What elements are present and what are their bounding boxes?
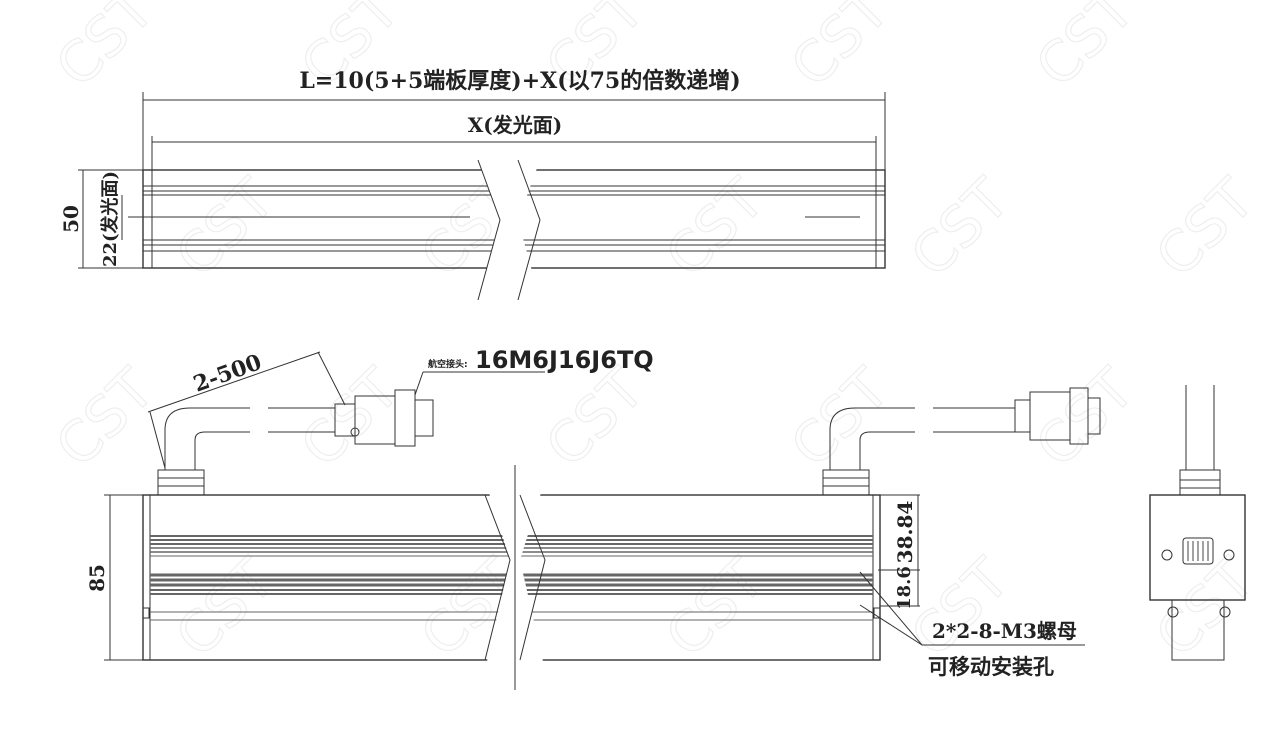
nut-note-label: 2*2-8-M3螺母 xyxy=(932,619,1077,643)
watermark-text: CST xyxy=(654,166,777,289)
watermark-text: CST xyxy=(899,166,1022,289)
emit-length-label: X(发光面) xyxy=(468,113,562,137)
dim-18-6-label: 18.6 xyxy=(894,566,915,610)
height-50-label: 50 xyxy=(59,205,83,233)
height-85-label: 85 xyxy=(85,564,109,592)
watermark-text: CST xyxy=(779,356,902,479)
connector-prefix-label: 航空接头: xyxy=(428,358,468,370)
front-view: 2-500 航空接头: 16M6J16J6TQ 85 xyxy=(85,346,1101,690)
mount-hole-note-label: 可移动安装孔 xyxy=(928,655,1054,679)
watermark-text: CST xyxy=(289,356,412,479)
watermark-text: CST xyxy=(779,0,902,100)
watermark-text: CST xyxy=(164,166,287,289)
watermark-text: CST xyxy=(1144,546,1267,669)
watermark-text: CST xyxy=(534,356,657,479)
end-view xyxy=(1149,385,1246,661)
watermark-text: CST xyxy=(1024,0,1147,100)
watermark-text: CST xyxy=(1269,0,1279,100)
watermark-text: CST xyxy=(654,546,777,669)
watermark-text: CST xyxy=(44,356,167,479)
length-dimension-label: L=10(5+5端板厚度)+X(以75的倍数递增) xyxy=(299,68,740,94)
dim-38-84-label: 38.84 xyxy=(893,501,917,564)
watermark-text: CST xyxy=(44,0,167,100)
watermark-text: CST xyxy=(1144,166,1267,289)
watermark-text: CST xyxy=(1269,356,1279,479)
watermark-text: CST xyxy=(899,546,1022,669)
watermark-text: CST xyxy=(164,546,287,669)
top-view: L=10(5+5端板厚度)+X(以75的倍数递增) X(发光面) 50 22(发… xyxy=(59,68,886,301)
connector-model-label: 16M6J16J6TQ xyxy=(475,346,654,374)
emit-height-label: 22(发光面) xyxy=(99,171,121,267)
cable-length-label: 2-500 xyxy=(190,349,265,398)
watermark-text: CST xyxy=(1024,356,1147,479)
